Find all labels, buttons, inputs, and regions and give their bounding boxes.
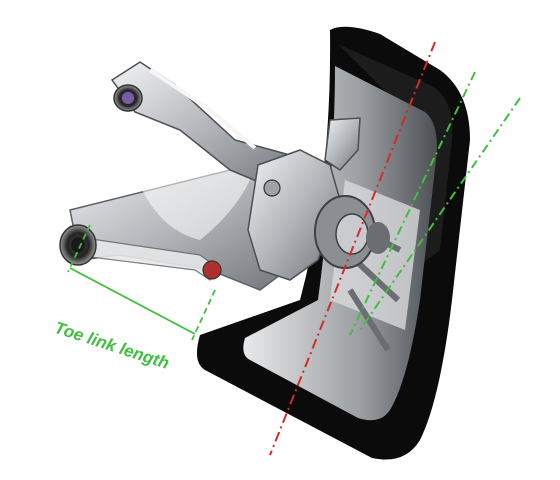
toe-reference-line-2 xyxy=(359,97,521,331)
toe-reference-line-1 xyxy=(349,71,476,336)
toe-link-length-dimension xyxy=(67,224,216,341)
wheel-center-axis-line xyxy=(269,41,436,456)
bushing-icon xyxy=(59,84,281,280)
